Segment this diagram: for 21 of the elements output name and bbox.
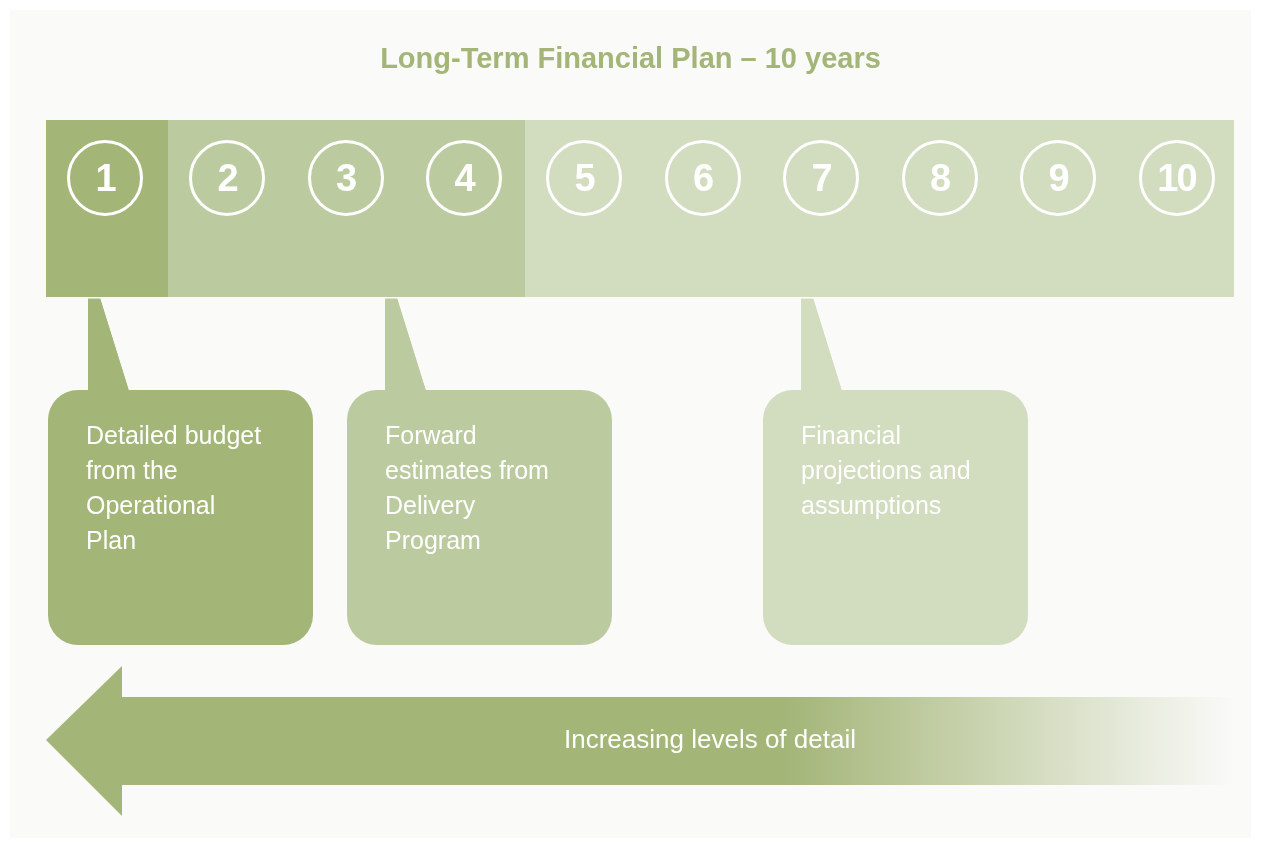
year-circle: 3 xyxy=(307,140,384,216)
year-circle: 6 xyxy=(664,140,741,216)
callout-box: Detailed budget from the Operational Plan xyxy=(48,390,313,645)
year-circle: 2 xyxy=(189,140,265,216)
timeline-band xyxy=(525,120,1234,297)
callout-tail xyxy=(800,297,844,393)
callout-tail xyxy=(87,297,131,393)
timeline-band xyxy=(46,120,168,297)
arrow-label: Increasing levels of detail xyxy=(563,723,857,756)
year-circle: 9 xyxy=(1020,140,1096,216)
year-circle: 10 xyxy=(1138,140,1215,216)
year-circle: 1 xyxy=(67,140,143,216)
callout-box: Financial projections and assumptions xyxy=(763,390,1028,645)
year-circle: 7 xyxy=(783,140,859,216)
diagram-title: Long-Term Financial Plan – 10 years xyxy=(379,42,882,75)
year-circle: 5 xyxy=(546,140,622,216)
callout-box: Forward estimates from Delivery Program xyxy=(347,390,612,645)
callout-tail xyxy=(384,297,428,393)
timeline-band xyxy=(168,120,525,297)
year-circle: 4 xyxy=(426,140,502,216)
year-circle: 8 xyxy=(901,140,978,216)
